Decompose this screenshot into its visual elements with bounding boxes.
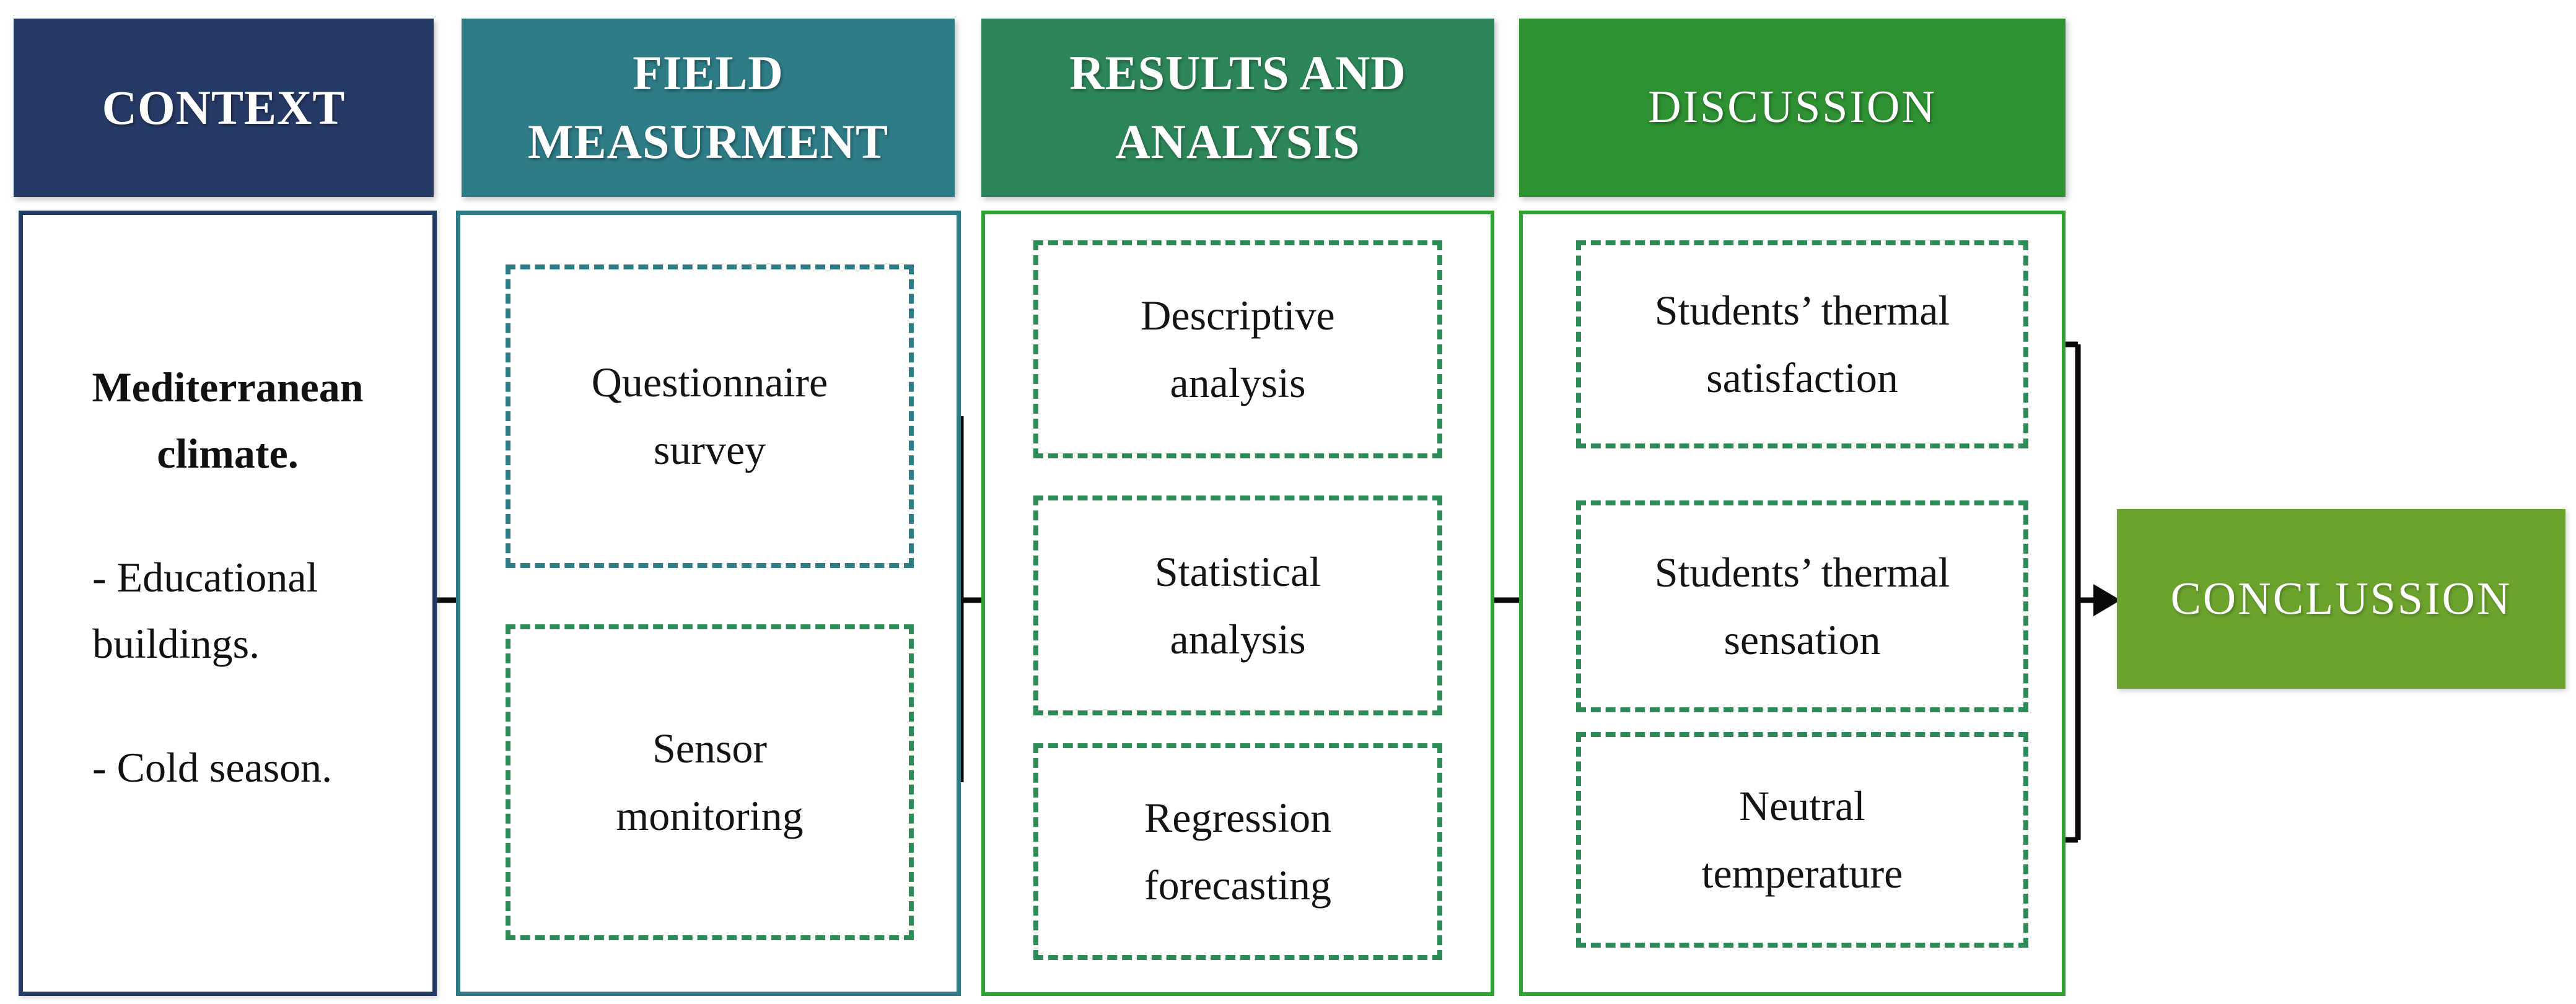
header-results-analysis: RESULTS AND ANALYSIS (981, 19, 1494, 197)
thermal-satisfaction-box: Students’ thermal satisfaction (1576, 240, 2028, 448)
header-discussion-label: DISCUSSION (1648, 82, 1937, 133)
thermal-sensation-box: Students’ thermal sensation (1576, 500, 2028, 712)
descriptive-analysis-box: Descriptive analysis (1033, 240, 1442, 458)
context-box: Mediterranean climate. - Educational bui… (19, 211, 437, 996)
header-field-line2: MEASURMENT (527, 115, 888, 168)
results-analysis-box (981, 211, 1494, 996)
regression-line2: forecasting (1144, 862, 1332, 909)
header-results-line1: RESULTS AND (1069, 46, 1406, 100)
context-p1-line2: climate. (157, 430, 299, 478)
regression-line1: Regression (1144, 794, 1332, 842)
context-p2-line2: buildings. (92, 620, 260, 668)
descriptive-line2: analysis (1170, 359, 1306, 406)
context-paragraph-season: - Cold season. (92, 735, 417, 801)
satisfaction-line1: Students’ thermal (1654, 287, 1950, 334)
header-discussion: DISCUSSION (1519, 19, 2066, 197)
descriptive-line1: Descriptive (1141, 292, 1335, 339)
conclusion-label: CONCLUSSION (2170, 573, 2512, 624)
context-paragraph-climate: Mediterranean climate. (35, 354, 420, 487)
statistical-analysis-box: Statistical analysis (1033, 495, 1442, 715)
statistical-line1: Statistical (1154, 548, 1321, 595)
field-measurement-box (456, 211, 961, 996)
conclusion-box: CONCLUSSION (2117, 509, 2565, 689)
context-text: Mediterranean climate. - Educational bui… (23, 215, 432, 992)
neutral-line2: temperature (1701, 850, 1903, 897)
sensor-monitoring-box: Sensor monitoring (506, 624, 914, 940)
sensor-line2: monitoring (616, 792, 804, 839)
sensation-line1: Students’ thermal (1654, 549, 1950, 596)
header-results-line2: ANALYSIS (1115, 115, 1360, 168)
context-p2-line1: - Educational (92, 553, 318, 601)
satisfaction-line2: satisfaction (1706, 354, 1898, 401)
sensation-line2: sensation (1724, 616, 1881, 663)
header-context: CONTEXT (14, 19, 434, 197)
context-p1-line1: Mediterranean (92, 364, 364, 411)
header-context-label: CONTEXT (102, 80, 346, 134)
regression-forecasting-box: Regression forecasting (1033, 743, 1442, 960)
questionnaire-line2: survey (653, 426, 766, 473)
header-field-line1: FIELD (633, 46, 784, 100)
context-paragraph-buildings: - Educational buildings. (92, 544, 417, 678)
neutral-temperature-box: Neutral temperature (1576, 732, 2028, 948)
discussion-box (1519, 211, 2066, 996)
questionnaire-line1: Questionnaire (591, 359, 828, 406)
questionnaire-survey-box: Questionnaire survey (506, 264, 914, 568)
context-p3-line1: - Cold season. (92, 743, 333, 791)
statistical-line2: analysis (1170, 615, 1306, 663)
neutral-line1: Neutral (1739, 782, 1865, 830)
header-field-measurement: FIELD MEASURMENT (462, 19, 955, 197)
sensor-line1: Sensor (652, 725, 768, 772)
